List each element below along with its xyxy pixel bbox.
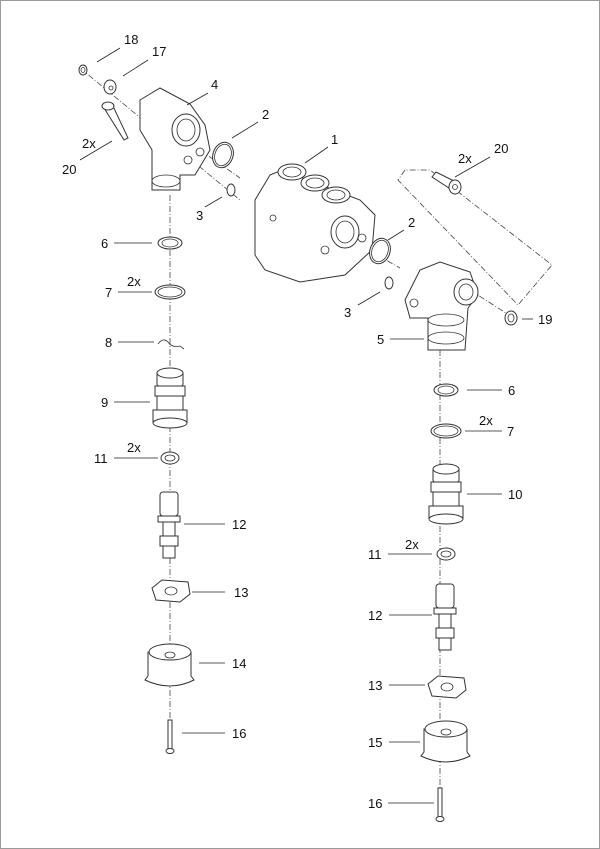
part-6-oring-left-inner [161, 238, 179, 248]
leader-18 [96, 47, 121, 63]
part-7-oring-right-inner [433, 425, 459, 437]
part-13-plate-right [427, 675, 467, 699]
part-2-oring-right-inner [371, 239, 389, 263]
callout-16-right: 16 [368, 796, 382, 811]
part-1-valve-body [254, 163, 376, 283]
callout-labels: 18 17 4 2 20 2x 1 3 20 2x 2 3 19 5 6 7 2… [62, 32, 552, 811]
part-9-cartridge [152, 367, 188, 429]
callout-5: 5 [377, 332, 384, 347]
part-15-knob-cap [420, 720, 471, 763]
callout-20-left-qty: 2x [82, 136, 96, 151]
part-6-oring-right-inner [437, 385, 455, 395]
part-17-washer [103, 79, 117, 95]
part-20-screw-right [431, 171, 462, 195]
leader-3a [204, 196, 223, 208]
callout-14: 14 [232, 656, 246, 671]
part-11-oring-right-inner [440, 550, 452, 558]
callout-6-right: 6 [508, 383, 515, 398]
callout-9: 9 [101, 395, 108, 410]
leader-3b [357, 291, 381, 306]
callout-1: 1 [331, 132, 338, 147]
callout-7-left-qty: 2x [127, 274, 141, 289]
callout-11-right: 11 [368, 547, 382, 562]
callout-11-left-qty: 2x [127, 440, 141, 455]
part-11-oring-right [436, 547, 456, 561]
leader-17 [122, 59, 149, 77]
part-18-cap [78, 64, 88, 76]
part-13-plate-left [151, 579, 191, 603]
leader-1 [304, 146, 329, 164]
callout-17: 17 [152, 44, 166, 59]
callout-2-left: 2 [262, 107, 269, 122]
leader-20a [79, 140, 113, 161]
screw-group-bracket [397, 169, 553, 306]
callout-18: 18 [124, 32, 138, 47]
part-2-oring-left-inner [214, 143, 232, 167]
callout-10: 10 [508, 487, 522, 502]
leader-lines [79, 47, 533, 804]
part-20-screw-left [101, 101, 129, 141]
callout-7-right: 7 [507, 424, 514, 439]
leader-4 [186, 92, 209, 106]
part-2-oring-left [212, 141, 234, 169]
part-7-oring-left-inner [157, 286, 183, 298]
part-12-spindle-right [433, 583, 457, 651]
part-8-clip [157, 339, 185, 350]
callout-12-right: 12 [368, 608, 382, 623]
callout-11-right-qty: 2x [405, 537, 419, 552]
callout-11-left: 11 [94, 451, 108, 466]
leader-20b [454, 156, 491, 178]
part-11-oring-left [160, 451, 180, 465]
leader-2a [231, 121, 259, 139]
callout-3-left: 3 [196, 208, 203, 223]
part-4-left-housing [139, 87, 211, 191]
part-19-plug [504, 310, 518, 326]
callout-7-left: 7 [105, 285, 112, 300]
part-16-screw-left [165, 719, 175, 754]
callout-19: 19 [538, 312, 552, 327]
part-3-ring-left [226, 183, 236, 197]
callout-16-left: 16 [232, 726, 246, 741]
part-11-oring-left-inner [164, 454, 176, 462]
leader-2b [387, 229, 405, 241]
callout-3-right: 3 [344, 305, 351, 320]
part-10-cartridge [428, 463, 464, 525]
callout-4: 4 [211, 77, 218, 92]
part-16-screw-right [435, 787, 445, 822]
callout-15: 15 [368, 735, 382, 750]
callout-13-right: 13 [368, 678, 382, 693]
callout-20-left: 20 [62, 162, 76, 177]
callout-7-right-qty: 2x [479, 413, 493, 428]
callout-6-left: 6 [101, 236, 108, 251]
part-3-ring-right [384, 276, 394, 290]
callout-2-right: 2 [408, 215, 415, 230]
part-5-right-housing [404, 261, 479, 351]
part-14-knob-cap [144, 643, 195, 687]
callout-8: 8 [105, 335, 112, 350]
callout-20-right: 20 [494, 141, 508, 156]
callout-12-left: 12 [232, 517, 246, 532]
part-12-spindle-left [157, 491, 181, 559]
callout-13-left: 13 [234, 585, 248, 600]
callout-20-right-qty: 2x [458, 151, 472, 166]
